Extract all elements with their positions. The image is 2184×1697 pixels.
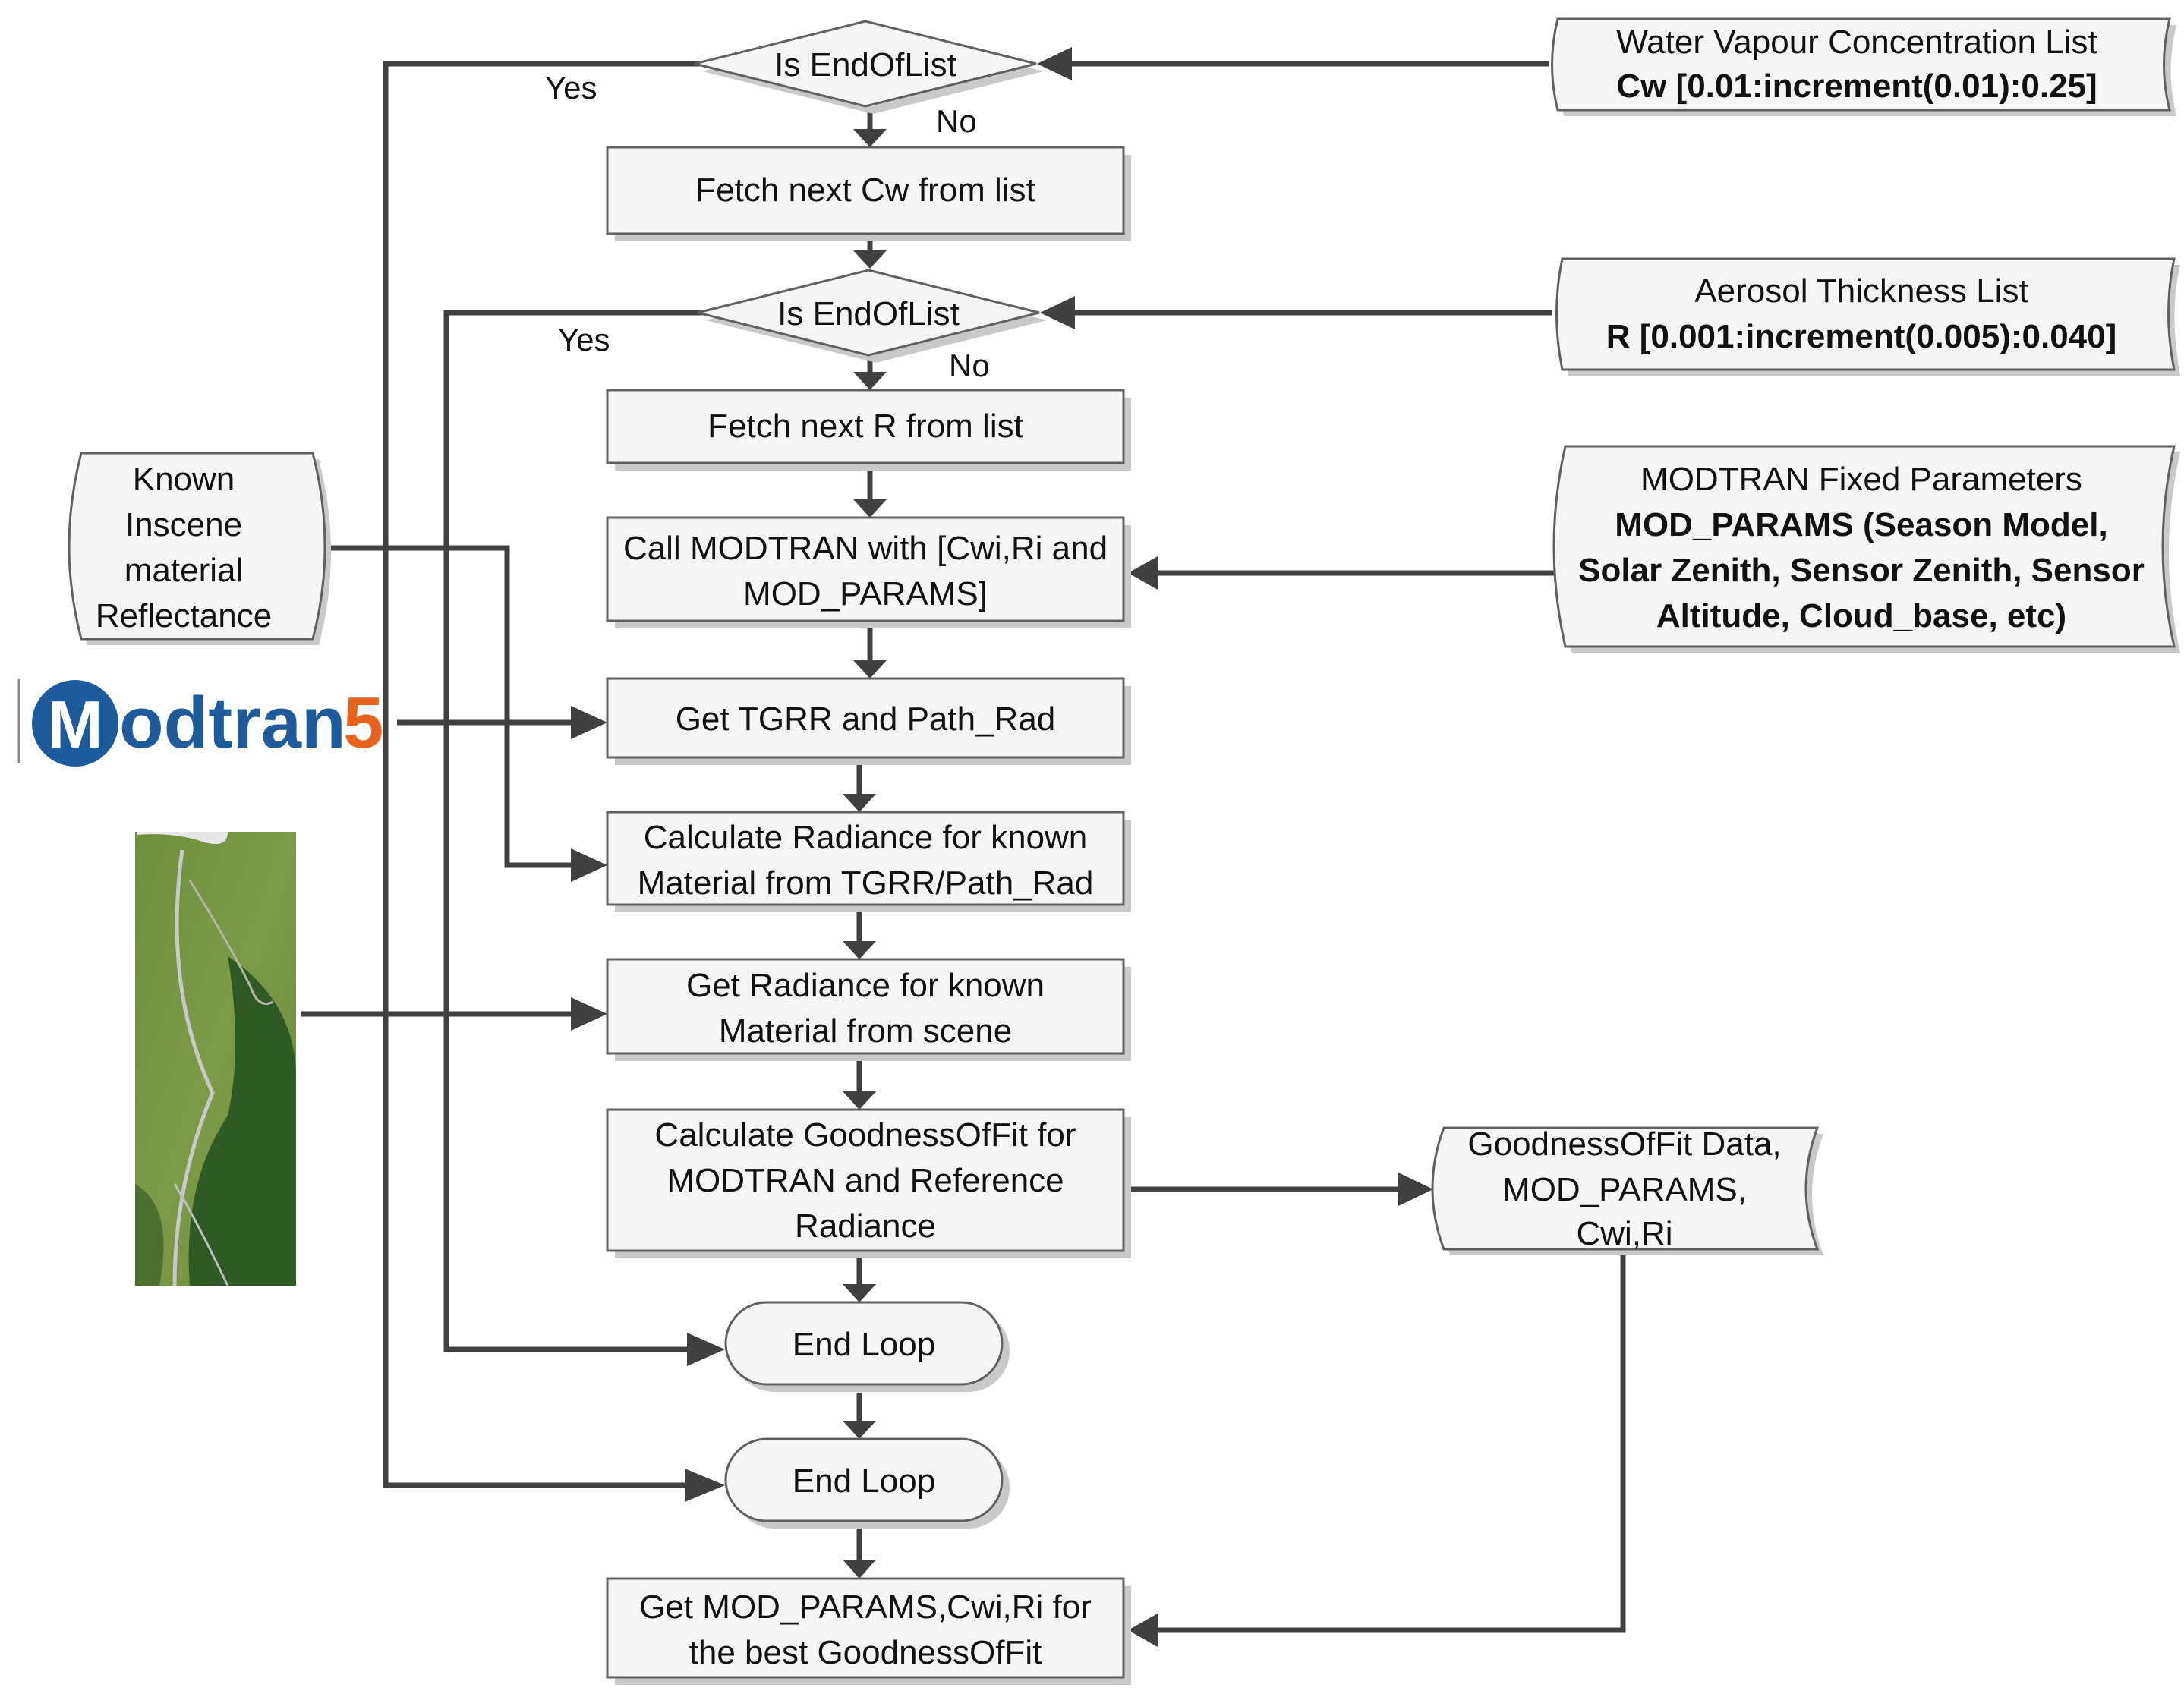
reflectance-line3: material (124, 552, 244, 589)
gof-data-line3: Cwi,Ri (1576, 1215, 1672, 1252)
water-list-title: Water Vapour Concentration List (1616, 24, 2097, 61)
edge-label-yes-2: Yes (558, 322, 610, 357)
modtran5-logo: M odtran 5 (17, 679, 383, 767)
process-get-best: Get MOD_PARAMS,Cwi,Ri for the best Goodn… (606, 1577, 1131, 1685)
head-gettgrr (853, 660, 887, 678)
process-get-tgrr: Get TGRR and Path_Rad (606, 677, 1131, 765)
get-radiance-line1: Get Radiance for known (686, 967, 1045, 1004)
edge-label-no-1: No (936, 103, 977, 139)
reflectance-line1: Known (133, 461, 235, 498)
calc-gof-line3: Radiance (795, 1207, 936, 1245)
head-getrad (843, 941, 876, 959)
gof-data-line2: MOD_PARAMS, (1502, 1171, 1747, 1208)
call-modtran-line2: MOD_PARAMS] (743, 575, 988, 612)
stored-data-known-reflectance: Known Inscene material Reflectance (68, 452, 331, 645)
process-fetch-cw: Fetch next Cw from list (606, 146, 1131, 241)
head-logo (571, 706, 607, 739)
head-endloop2 (843, 1421, 876, 1439)
reflectance-line4: Reflectance (96, 597, 272, 634)
head-aerosollist (1040, 296, 1075, 329)
head-yes-inner (687, 1333, 725, 1366)
logo-version: 5 (343, 682, 383, 763)
head-waterlist (1037, 47, 1072, 80)
yes-loop-outer (383, 61, 702, 1488)
end-loop2-label: End Loop (793, 1462, 935, 1500)
head-modtranparams (1128, 556, 1158, 590)
process-call-modtran: Call MODTRAN with [Cwi,Ri and MOD_PARAMS… (606, 516, 1131, 628)
calc-radiance-line2: Material from TGRR/Path_Rad (638, 864, 1094, 902)
stored-data-goodness-of-fit: GoodnessOfFit Data, MOD_PARAMS, Cwi,Ri (1431, 1126, 1823, 1255)
get-tgrr-label: Get TGRR and Path_Rad (676, 701, 1056, 738)
head-fetchcw (853, 129, 887, 147)
scene-aerial-image (135, 832, 296, 1286)
aerosol-list-title: Aerosol Thickness List (1694, 272, 2028, 310)
decision2-label: Is EndOfList (777, 295, 960, 332)
stored-data-water-vapour: Water Vapour Concentration List Cw [0.01… (1551, 17, 2176, 116)
terminator-end-loop-2: End Loop (724, 1437, 1010, 1529)
head-decision2 (853, 250, 887, 269)
decision-end-of-list-1: Is EndOfList (694, 20, 1044, 114)
arrow-gofdata-getbest (1158, 1246, 1626, 1633)
head-getbest (843, 1560, 876, 1579)
end-loop1-label: End Loop (793, 1326, 935, 1363)
calc-radiance-line1: Calculate Radiance for known (644, 819, 1088, 856)
calc-gof-line1: Calculate GoodnessOfFit for (654, 1116, 1076, 1154)
head-reflectance (571, 848, 607, 882)
fetch-r-label: Fetch next R from list (708, 408, 1023, 445)
modtran-params-title: MODTRAN Fixed Parameters (1640, 461, 2082, 498)
arrow-heads (571, 47, 1433, 1647)
connectors (301, 61, 1626, 1633)
terminator-end-loop-1: End Loop (724, 1301, 1010, 1392)
head-endloop1 (843, 1284, 876, 1302)
head-calcgof (843, 1091, 876, 1110)
head-calcrad (843, 794, 876, 812)
decision1-label: Is EndOfList (774, 46, 956, 83)
modtran-params-line2: Solar Zenith, Sensor Zenith, Sensor (1578, 552, 2145, 589)
head-scene (571, 997, 607, 1031)
process-calc-gof: Calculate GoodnessOfFit for MODTRAN and … (606, 1108, 1131, 1258)
stored-data-aerosol: Aerosol Thickness List R [0.001:incremen… (1555, 257, 2180, 376)
stored-data-modtran-params: MODTRAN Fixed Parameters MOD_PARAMS (Sea… (1552, 445, 2180, 653)
reflectance-line2: Inscene (125, 506, 242, 543)
modtran-params-line3: Altitude, Cloud_base, etc) (1656, 597, 2066, 634)
calc-gof-line2: MODTRAN and Reference (667, 1162, 1064, 1199)
get-radiance-line2: Material from scene (719, 1012, 1012, 1050)
process-calc-radiance: Calculate Radiance for known Material fr… (606, 811, 1131, 912)
get-best-line1: Get MOD_PARAMS,Cwi,Ri for (639, 1588, 1092, 1626)
decision-end-of-list-2: Is EndOfList (697, 269, 1047, 363)
get-best-line2: the best GoodnessOfFit (689, 1634, 1042, 1671)
aerosol-list-range: R [0.001:increment(0.005):0.040] (1606, 318, 2117, 355)
logo-mark: M (47, 687, 102, 762)
process-fetch-r: Fetch next R from list (606, 389, 1131, 471)
head-yes-outer (685, 1469, 725, 1502)
edge-label-yes-1: Yes (545, 70, 597, 105)
head-getbest-side (1128, 1614, 1158, 1647)
modtran-params-line1: MOD_PARAMS (Season Model, (1615, 506, 2107, 543)
arrow-reflectance-calcrad (310, 545, 571, 868)
fetch-cw-label: Fetch next Cw from list (695, 172, 1035, 209)
yes-loop-inner (443, 310, 706, 1352)
head-gofdata (1398, 1173, 1433, 1206)
process-get-radiance: Get Radiance for known Material from sce… (606, 958, 1131, 1061)
head-call (853, 499, 887, 518)
head-fetchr (853, 372, 887, 390)
call-modtran-line1: Call MODTRAN with [Cwi,Ri and (623, 530, 1108, 567)
logo-text: odtran (119, 682, 346, 763)
gof-data-line1: GoodnessOfFit Data, (1467, 1126, 1781, 1163)
water-list-range: Cw [0.01:increment(0.01):0.25] (1616, 68, 2097, 105)
edge-label-no-2: No (949, 348, 990, 383)
